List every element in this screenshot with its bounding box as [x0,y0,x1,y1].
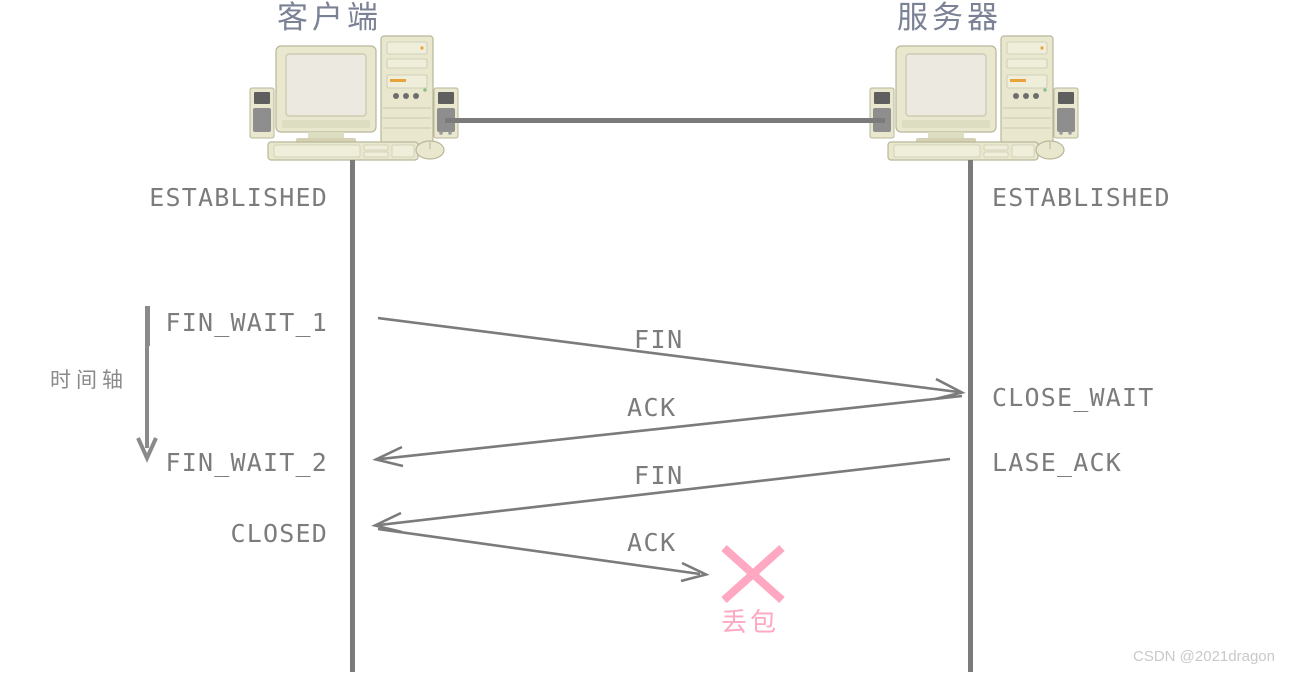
client-state-fin-wait-2: FIN_WAIT_2 [165,448,328,477]
server-state-lase-ack: LASE_ACK [992,448,1123,477]
server-state-close-wait: CLOSE_WAIT [992,383,1155,412]
message-label-ack-2: ACK [627,528,677,557]
message-label-fin-1: FIN [634,325,684,354]
watermark: CSDN @2021dragon [1133,648,1275,665]
arrow-ack-server-to-client [372,394,963,468]
client-title: 客户端 [277,0,382,35]
client-lifeline [350,160,355,672]
network-link [445,118,885,123]
packet-loss-x-icon [721,545,785,603]
time-axis-label: 时间轴 [50,368,128,392]
client-state-closed: CLOSED [230,519,328,548]
server-lifeline [968,160,973,672]
message-label-ack-1: ACK [627,393,677,422]
server-computer-icon [869,35,1079,161]
client-computer-icon [249,35,459,161]
message-label-fin-2: FIN [634,461,684,490]
arrow-ack-client-to-server-lost [377,527,710,583]
packet-loss-label: 丢包 [721,608,780,637]
time-axis-start-tick [146,306,150,346]
server-title: 服务器 [897,0,1002,35]
client-state-fin-wait-1: FIN_WAIT_1 [165,308,328,337]
client-state-established: ESTABLISHED [149,183,328,212]
server-state-established: ESTABLISHED [992,183,1171,212]
